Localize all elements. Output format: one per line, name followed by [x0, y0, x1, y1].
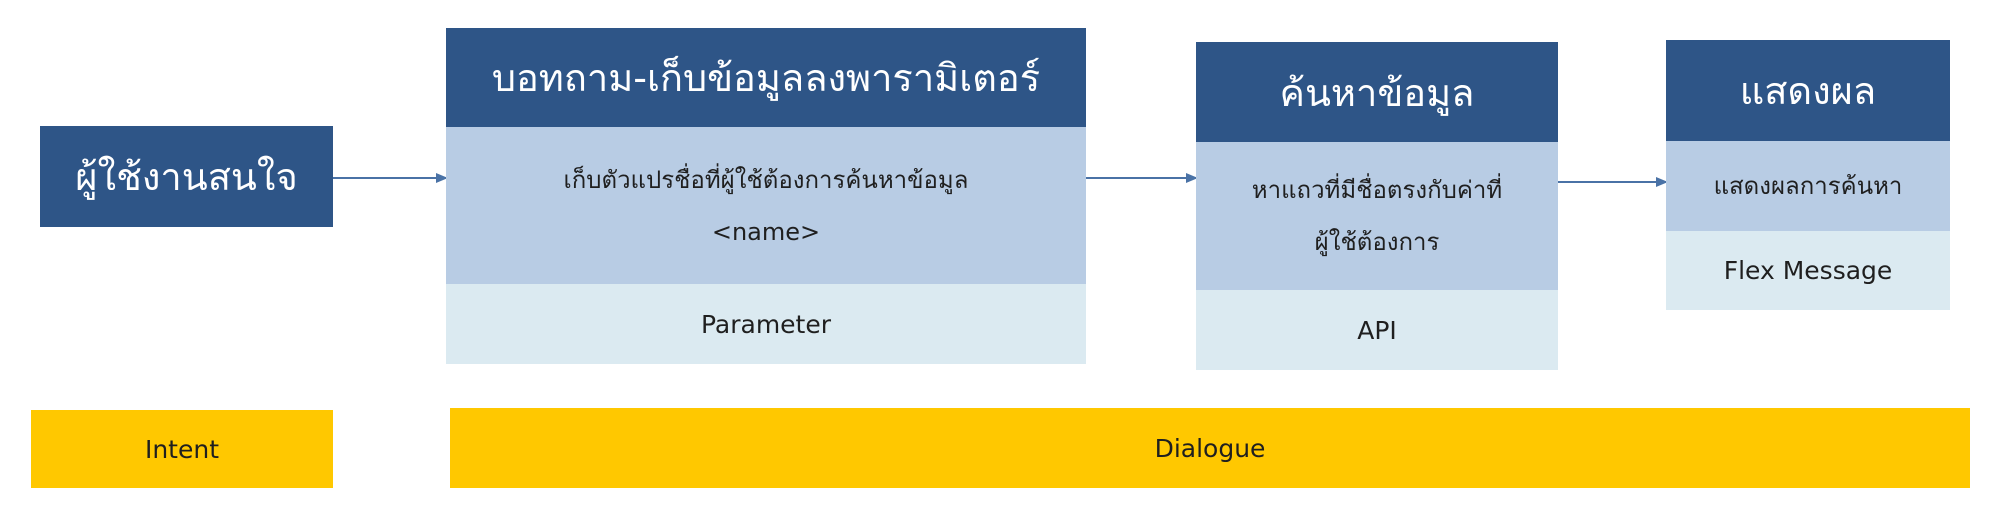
step2-description: หาแถวที่มีชื่อตรงกับค่าที่ ผู้ใช้ต้องการ [1196, 142, 1558, 290]
step2-component: API [1196, 290, 1558, 370]
step2-description-line1: หาแถวที่มีชื่อตรงกับค่าที่ [1251, 176, 1503, 204]
step3-description-line1: แสดงผลการค้นหา [1713, 172, 1903, 200]
phase-intent-bar: Intent [31, 410, 333, 488]
step1-description: เก็บตัวแปรชื่อที่ผู้ใช้ต้องการค้นหาข้อมู… [446, 127, 1086, 284]
step1-component: Parameter [446, 284, 1086, 364]
step3-description: แสดงผลการค้นหา [1666, 141, 1950, 231]
step1-description-line2: <name> [711, 217, 821, 246]
step1-header: บอทถาม-เก็บข้อมูลลงพารามิเตอร์ [446, 28, 1086, 127]
step3-component: Flex Message [1666, 231, 1950, 310]
phase-dialogue-bar: Dialogue [450, 408, 1970, 488]
step1-description-line1: เก็บตัวแปรชื่อที่ผู้ใช้ต้องการค้นหาข้อมู… [563, 165, 969, 194]
step3-header: แสดงผล [1666, 40, 1950, 141]
step2-description-line2: ผู้ใช้ต้องการ [1314, 228, 1440, 256]
step2-header: ค้นหาข้อมูล [1196, 42, 1558, 142]
intent-box: ผู้ใช้งานสนใจ [40, 126, 333, 227]
